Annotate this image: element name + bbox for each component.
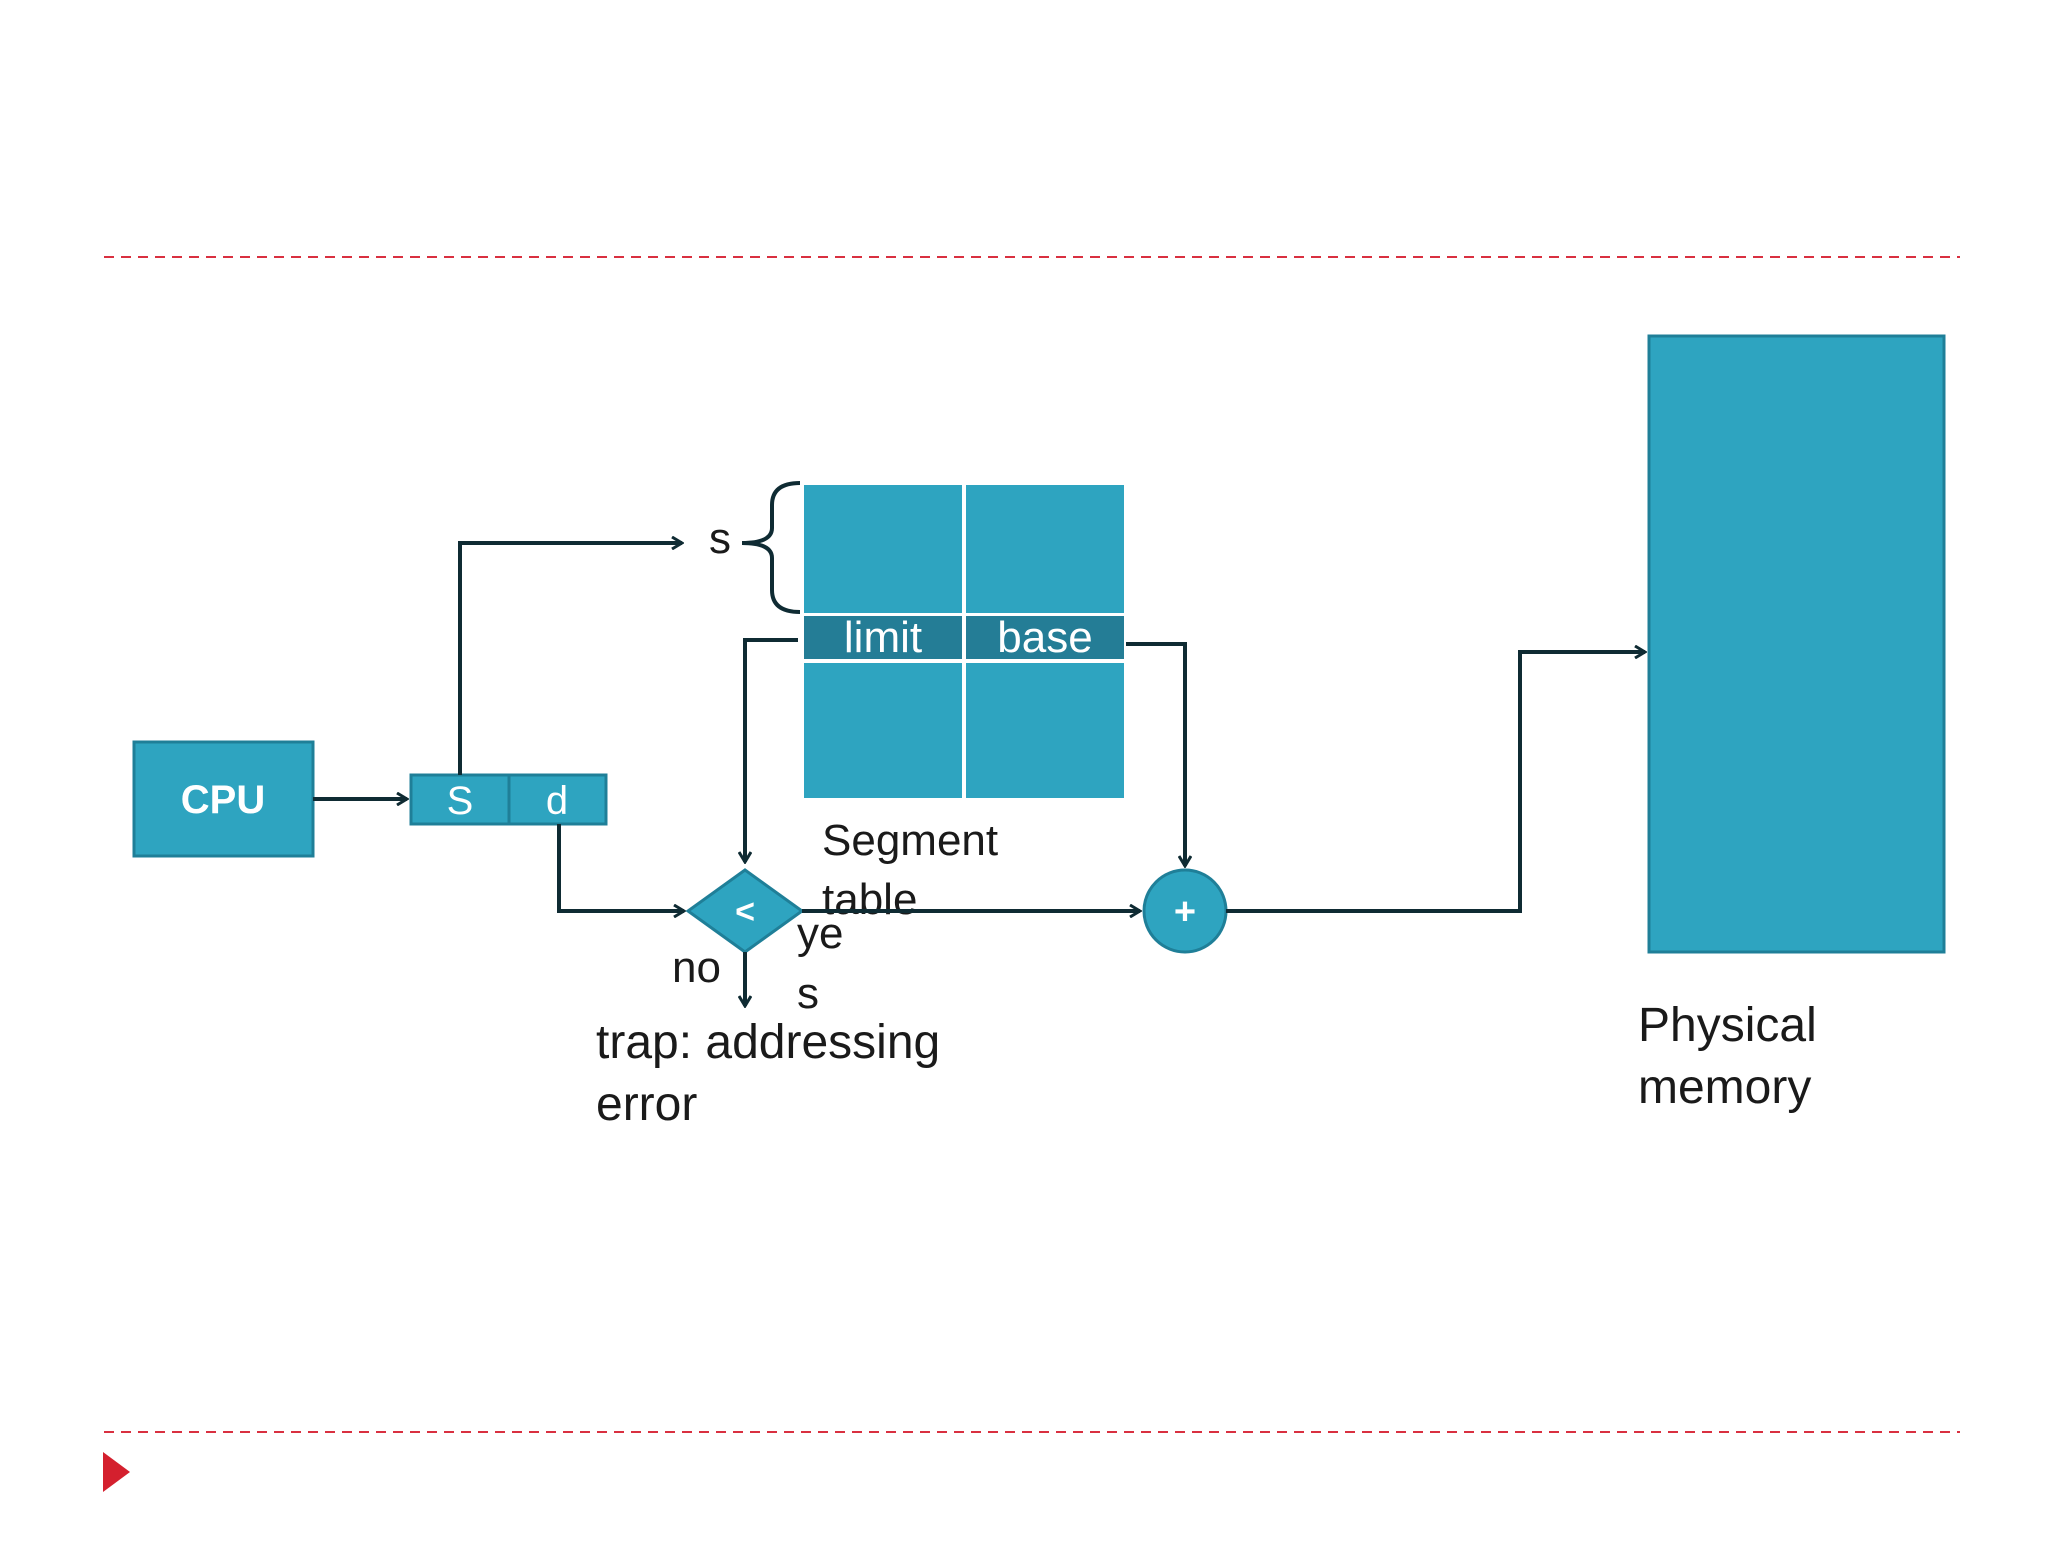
segment-selector-label: s xyxy=(709,514,731,563)
add-symbol: + xyxy=(1174,891,1196,933)
add-to-memory-arrow xyxy=(1226,652,1645,913)
segment-table-caption: Segment table xyxy=(822,816,1010,924)
table-cell-bottom-right xyxy=(966,663,1124,798)
compare-symbol: < xyxy=(735,893,755,931)
no-label: no xyxy=(672,943,721,992)
table-cell-top-right xyxy=(966,485,1124,613)
segment-to-table-arrow xyxy=(458,543,682,775)
slide-marker-icon xyxy=(103,1452,130,1492)
physical-memory-box xyxy=(1647,334,1946,954)
table-limit-cell xyxy=(804,616,962,659)
cpu-label: CPU xyxy=(181,778,265,822)
table-base-cell xyxy=(966,616,1124,659)
table-base-label: base xyxy=(997,613,1092,662)
address-segment-box xyxy=(409,773,511,826)
cpu-box xyxy=(132,740,315,858)
address-segment-label: S xyxy=(447,779,474,823)
table-cell-top-left xyxy=(804,485,962,613)
physical-memory-label: Physical memory xyxy=(1638,999,1830,1114)
table-limit-label: limit xyxy=(844,613,922,662)
yes-label: ye s xyxy=(797,909,856,1018)
trap-label: trap: addressing error xyxy=(596,1016,954,1131)
address-offset-box xyxy=(507,773,608,826)
offset-to-compare-arrow xyxy=(557,824,684,911)
address-offset-label: d xyxy=(546,779,568,823)
base-to-add-arrow xyxy=(1126,642,1185,866)
limit-to-compare-arrow xyxy=(745,638,798,862)
table-cell-bottom-left xyxy=(804,663,962,798)
segment-brace xyxy=(741,481,801,614)
